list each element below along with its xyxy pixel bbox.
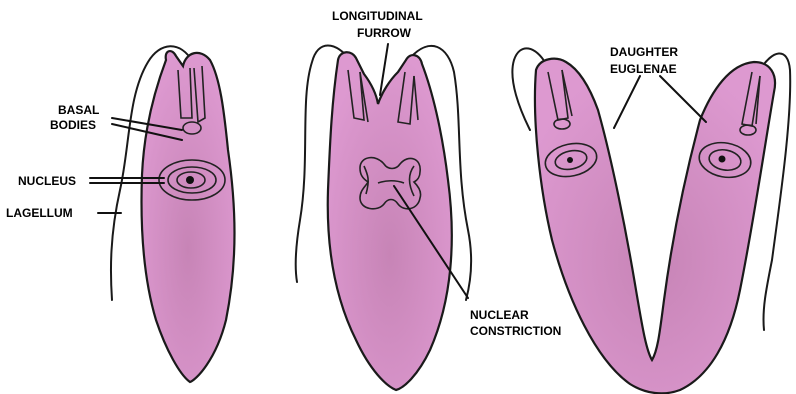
euglena-stage-3 [512, 48, 790, 393]
cell-body-stage-2 [328, 52, 452, 390]
label-nuclear-constriction-line-1: NUCLEAR [470, 308, 529, 322]
label-daughter-euglenae-line-1: DAUGHTER [610, 45, 678, 59]
label-daughter-euglenae-line-2: EUGLENAE [610, 62, 677, 76]
leader-daughter-right [660, 76, 706, 122]
euglena-stage-2 [296, 46, 471, 391]
label-nucleus: NUCLEUS [18, 174, 76, 188]
label-nuclear-constriction-line-2: CONSTRICTION [470, 324, 561, 338]
label-flagellum: LAGELLUM [6, 206, 73, 220]
euglena-stage-1 [111, 46, 235, 382]
label-basal-bodies-line-2: BODIES [50, 118, 96, 132]
cell-body-stage-1 [142, 51, 235, 382]
label-basal-bodies-line-1: BASAL [58, 103, 99, 117]
label-longitudinal-furrow-line-1: LONGITUDINAL [332, 9, 423, 23]
leader-daughter-left [614, 76, 640, 128]
label-longitudinal-furrow-line-2: FURROW [357, 26, 412, 40]
